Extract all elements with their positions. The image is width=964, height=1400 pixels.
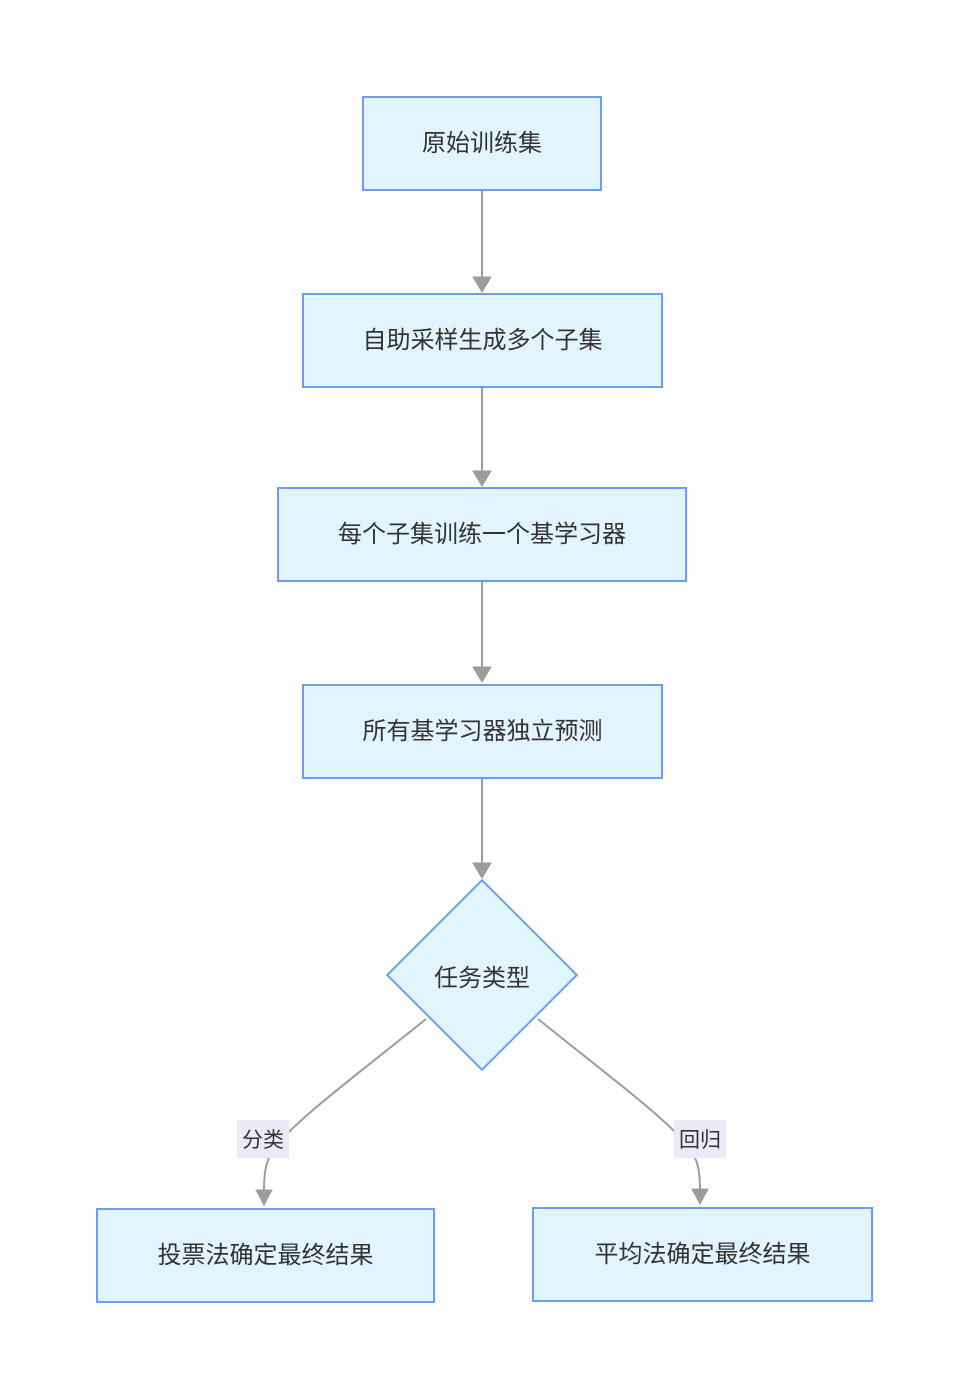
node-averaging-result: 平均法确定最终结果 [532,1207,873,1302]
node-independent-prediction: 所有基学习器独立预测 [302,684,663,779]
node-bootstrap-sampling: 自助采样生成多个子集 [302,293,663,388]
node-train-base-learners: 每个子集训练一个基学习器 [277,487,687,582]
edge-label-classification: 分类 [237,1120,289,1158]
arrowhead-icon [472,862,492,879]
node-label: 平均法确定最终结果 [594,1240,811,1268]
arrowhead-icon [691,1188,709,1206]
node-label: 投票法确定最终结果 [157,1241,374,1269]
node-original-dataset: 原始训练集 [362,96,602,191]
arrowhead-icon [255,1189,273,1207]
node-label: 所有基学习器独立预测 [362,717,603,745]
arrowhead-icon [472,470,492,487]
node-voting-result: 投票法确定最终结果 [96,1208,435,1303]
node-label: 任务类型 [434,964,530,992]
decision-task-type: 任务类型 [385,878,579,1072]
node-label: 原始训练集 [422,129,542,157]
edge-label-regression: 回归 [674,1120,726,1158]
node-label: 自助采样生成多个子集 [362,326,603,354]
node-label: 每个子集训练一个基学习器 [338,520,626,548]
arrowhead-icon [472,276,492,293]
arrowhead-icon [472,666,492,683]
